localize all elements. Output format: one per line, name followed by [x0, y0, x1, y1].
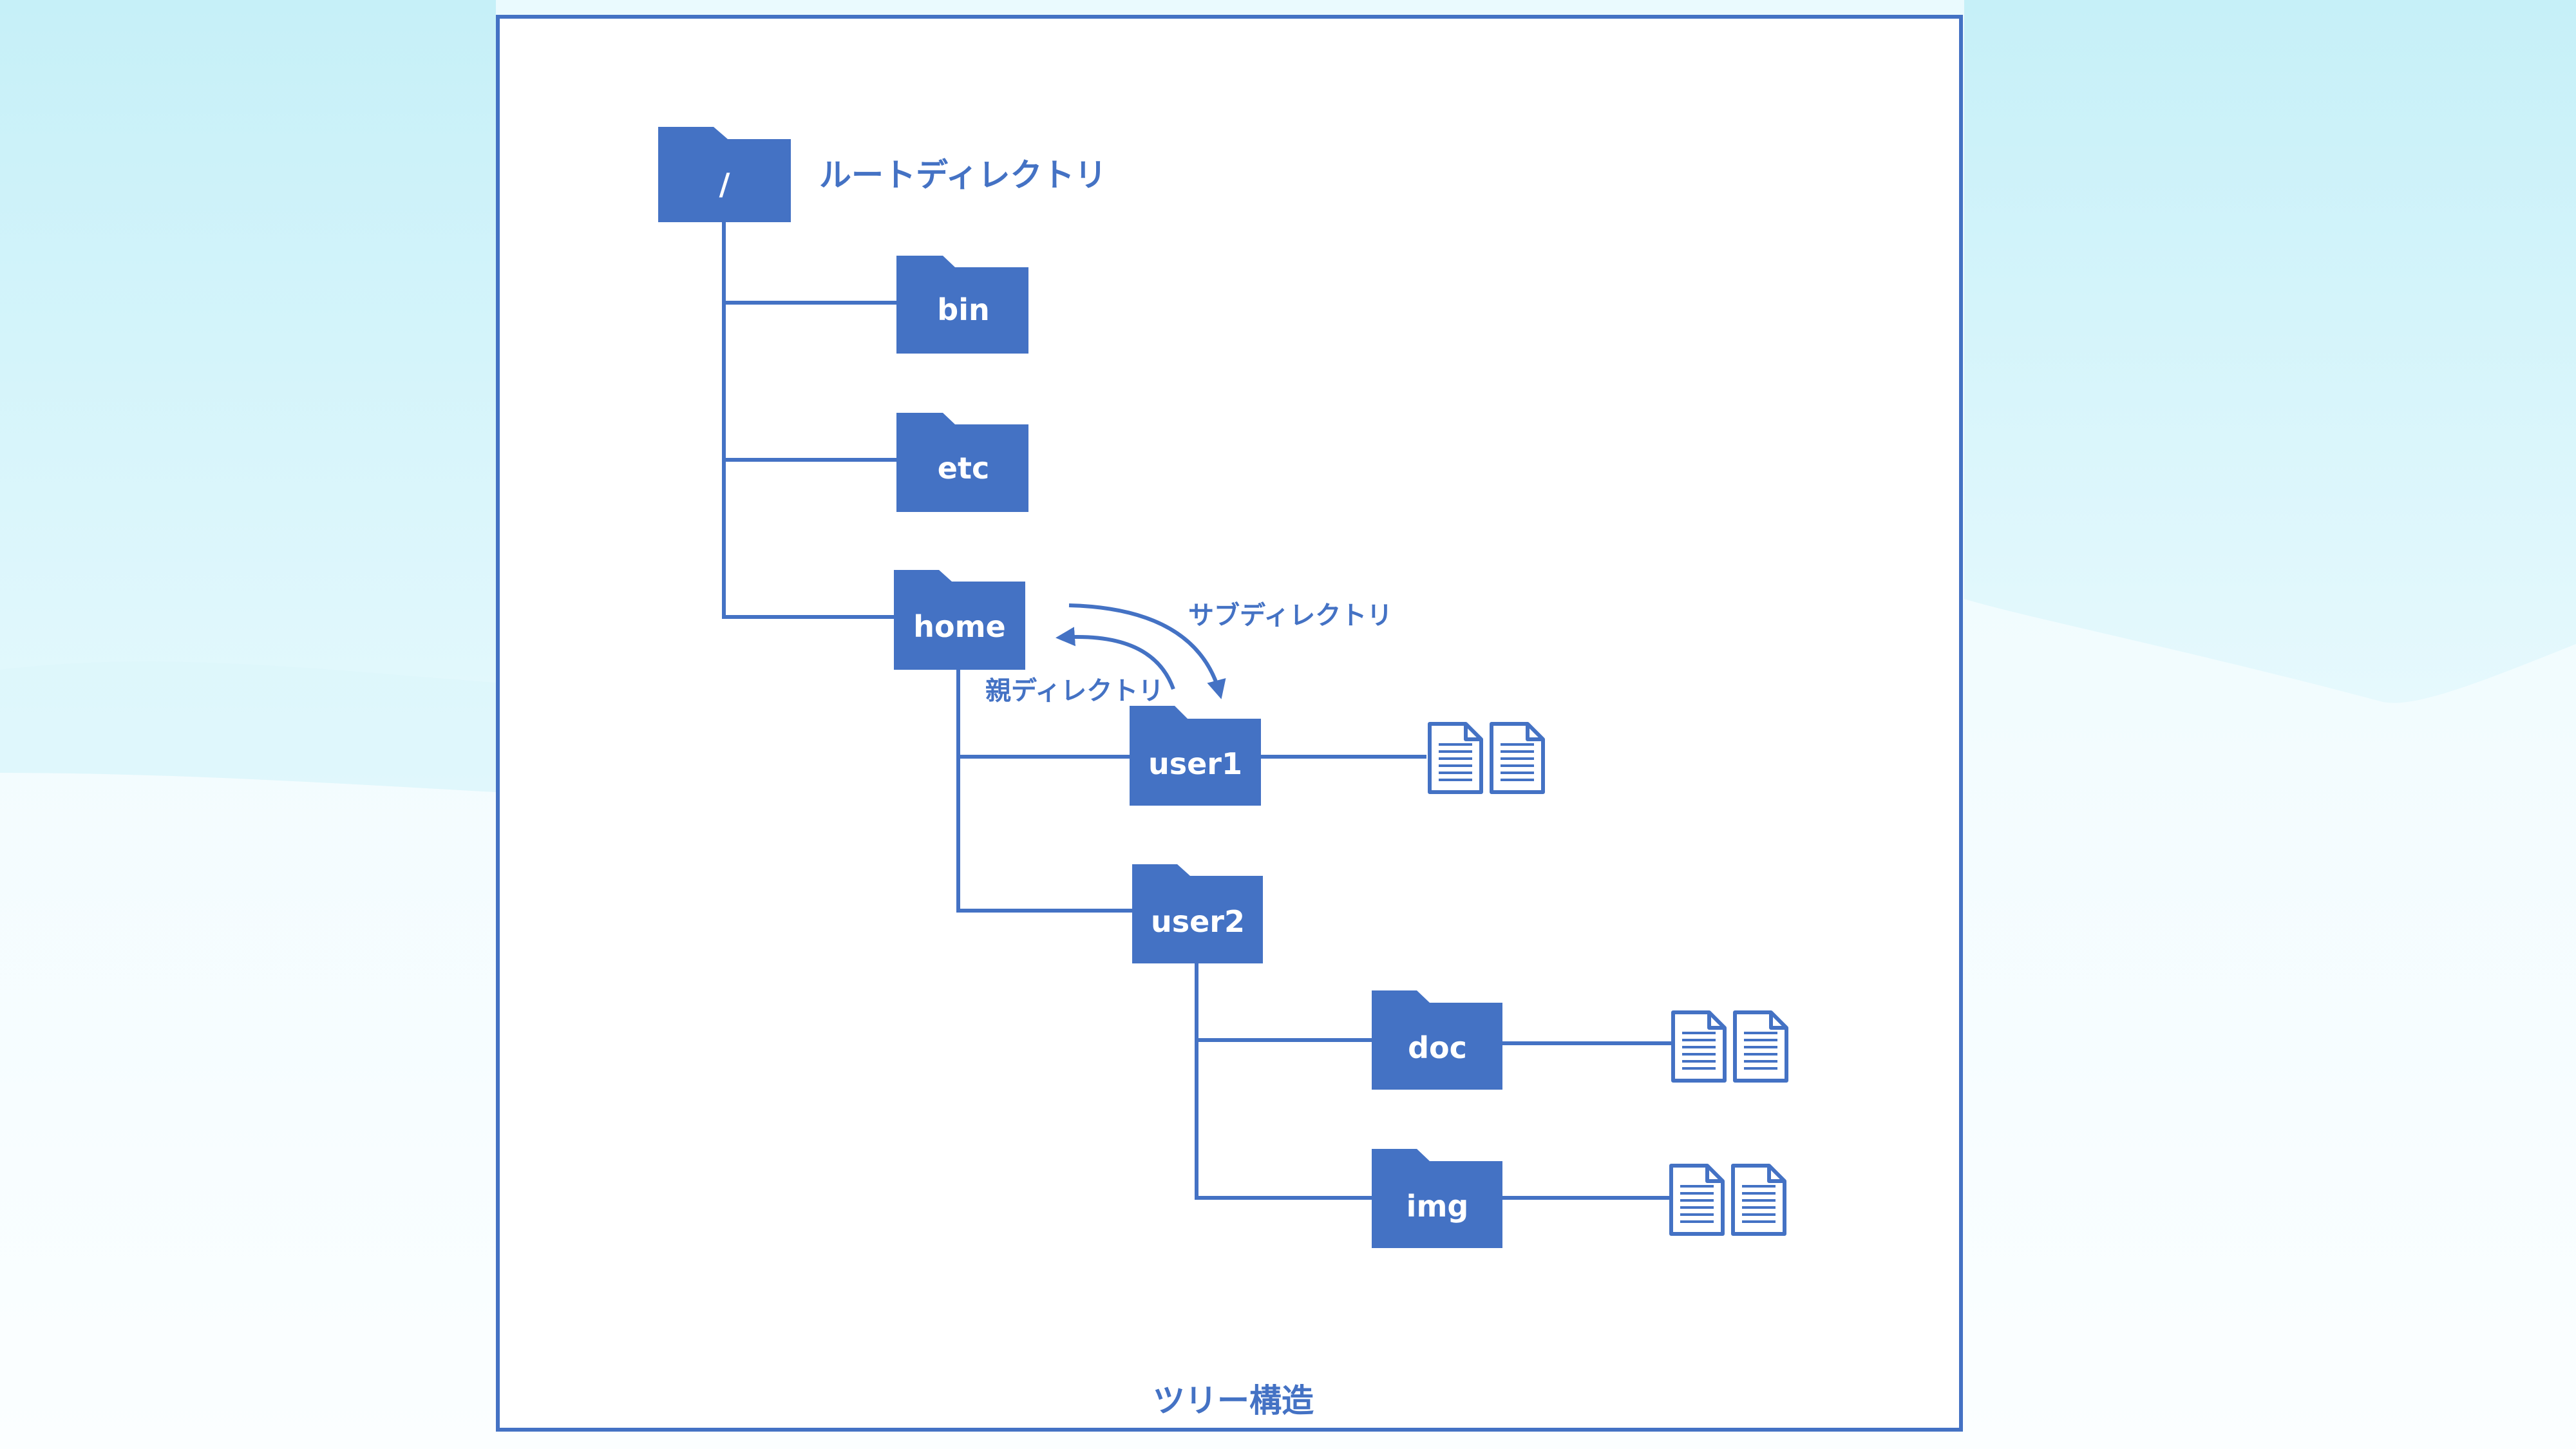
folder-label-etc: etc	[938, 451, 989, 486]
folder-user2[interactable]: user2	[1132, 864, 1263, 963]
tree-connectors	[722, 222, 1671, 1200]
document-icon	[1490, 722, 1545, 794]
folder-label-home: home	[913, 609, 1005, 644]
subdirectory-label: サブディレクトリ	[1188, 601, 1392, 630]
folder-user1[interactable]: user1	[1130, 706, 1261, 806]
file-icons	[1428, 722, 1788, 1236]
connector-user2-doc	[1195, 962, 1372, 1042]
connector-root-etc	[722, 303, 896, 462]
folder-icon	[896, 413, 1028, 512]
document-icon	[1669, 1164, 1725, 1236]
folder-home[interactable]: home	[894, 570, 1025, 670]
folder-icon	[1372, 990, 1502, 1090]
folder-icon	[894, 570, 1025, 670]
parent-directory-label: 親ディレクトリ	[985, 676, 1164, 706]
folder-label-bin: bin	[937, 292, 989, 327]
folder-icon	[1372, 1149, 1502, 1248]
connector-home-user2	[956, 757, 1132, 913]
folder-label-user2: user2	[1151, 904, 1245, 939]
folder-etc[interactable]: etc	[896, 413, 1028, 512]
document-icon	[1671, 1010, 1727, 1083]
document-icon	[1731, 1164, 1786, 1236]
folder-icon	[1130, 706, 1261, 806]
parent-directory-arrow	[1056, 627, 1175, 690]
root-directory-note: ルートディレクトリ	[819, 156, 1107, 194]
folder-icon	[658, 127, 791, 222]
folder-label-root: /	[719, 167, 730, 202]
subdirectory-arrow	[1068, 603, 1226, 699]
connector-user2-img	[1195, 1040, 1372, 1200]
connector-root-home	[722, 460, 894, 619]
folder-label-img: img	[1406, 1189, 1469, 1224]
document-icon	[1733, 1010, 1788, 1083]
document-icon	[1428, 722, 1483, 794]
connector-root-bin	[722, 222, 896, 305]
folder-doc[interactable]: doc	[1372, 990, 1502, 1090]
diagram-caption: ツリー構造	[1153, 1382, 1314, 1419]
folder-icon	[896, 256, 1028, 354]
folder-root[interactable]: /	[658, 127, 791, 222]
folder-label-doc: doc	[1408, 1030, 1467, 1065]
folder-label-user1: user1	[1148, 746, 1242, 781]
folder-bin[interactable]: bin	[896, 256, 1028, 354]
folder-icon	[1132, 864, 1263, 963]
folder-img[interactable]: img	[1372, 1149, 1502, 1248]
